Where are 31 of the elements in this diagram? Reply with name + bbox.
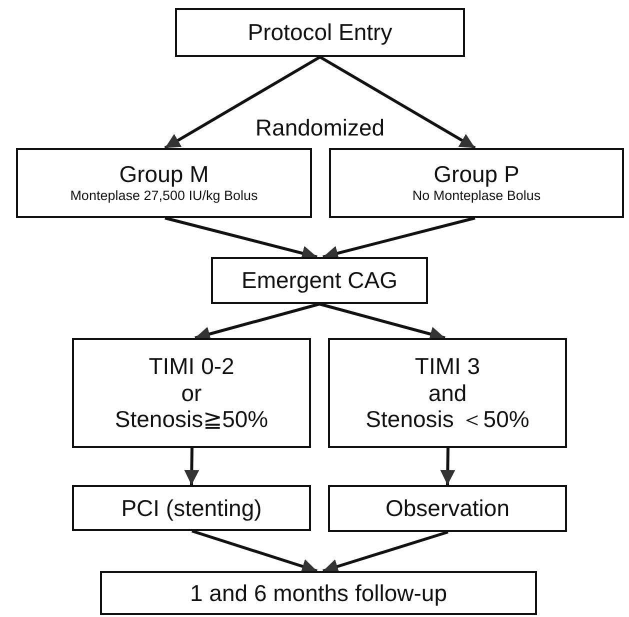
box-text: Observation	[385, 495, 510, 522]
process-box	[329, 148, 624, 218]
box-text: TIMI 0-2	[148, 353, 234, 380]
arrow	[319, 56, 476, 150]
process-box	[175, 8, 465, 57]
box-text: Emergent CAG	[242, 267, 398, 294]
box-text: or	[181, 380, 202, 406]
box-text: Protocol Entry	[248, 19, 392, 46]
box-text: PCI (stenting)	[121, 494, 262, 522]
arrow	[322, 530, 448, 574]
note-text: Randomized	[255, 114, 385, 142]
process-box	[16, 148, 312, 218]
process-box	[100, 571, 537, 615]
arrow	[440, 448, 456, 486]
box-text: and	[428, 380, 467, 406]
box-text: 1 and 6 months follow-up	[190, 580, 447, 606]
process-box	[328, 485, 567, 532]
process-box	[72, 485, 311, 531]
process-box	[211, 257, 428, 304]
box-text: TIMI 3	[414, 353, 480, 380]
arrow	[192, 530, 318, 574]
box-text: Stenosis ＜50%	[366, 406, 530, 433]
process-box	[328, 338, 567, 448]
box-subtext: Monteplase 27,500 IU/kg Bolus	[70, 187, 258, 205]
arrow	[184, 448, 200, 486]
box-text: Group M	[119, 161, 209, 188]
box-subtext: No Monteplase Bolus	[412, 187, 541, 205]
box-text: Stenosis≧50%	[114, 406, 268, 433]
arrow	[164, 56, 321, 150]
process-box	[72, 338, 311, 448]
box-text: Group P	[434, 161, 520, 188]
